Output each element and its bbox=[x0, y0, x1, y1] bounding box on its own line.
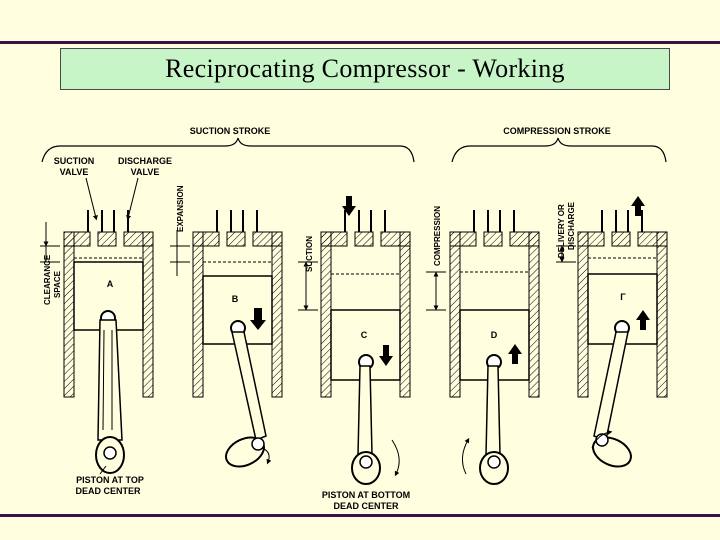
suction-stroke-label: SUCTION STROKE bbox=[190, 126, 271, 136]
suction-marker bbox=[298, 261, 318, 311]
suction-label: SUCTION bbox=[305, 236, 314, 272]
tdc-label-line2: DEAD CENTER bbox=[75, 486, 141, 496]
discharge-valve-label-line1: DISCHARGE bbox=[118, 156, 172, 166]
expansion-label: EXPANSION bbox=[176, 185, 185, 232]
piston-label-b: B bbox=[232, 294, 239, 304]
discharge-valve-label-line2: VALVE bbox=[131, 167, 160, 177]
tdc-label-line1: PISTON AT TOP bbox=[76, 475, 144, 485]
suction-valve-label-line1: SUCTION bbox=[54, 156, 95, 166]
compression-stroke-label: COMPRESSION STROKE bbox=[503, 126, 611, 136]
clearance-label-line1: CLEARANCE bbox=[43, 254, 52, 305]
delivery-marker bbox=[556, 245, 576, 263]
bdc-label-line1: PISTON AT BOTTOM bbox=[322, 490, 410, 500]
delivery-label-line1: DELIVERY OR bbox=[557, 204, 566, 258]
page-title: Reciprocating Compressor - Working bbox=[165, 54, 565, 83]
suction-valve-label-line2: VALVE bbox=[60, 167, 89, 177]
piston-label-d: D bbox=[491, 330, 498, 340]
piston-label-a: A bbox=[107, 279, 114, 289]
piston-label-c: C bbox=[361, 330, 368, 340]
expansion-marker bbox=[170, 230, 190, 276]
clearance-label-line2: SPACE bbox=[53, 270, 62, 298]
top-rule bbox=[0, 41, 720, 44]
cylinder-b bbox=[192, 210, 283, 468]
piston-label-e: Γ bbox=[620, 292, 626, 302]
title-box: Reciprocating Compressor - Working bbox=[60, 48, 670, 90]
suction-valve-pointer bbox=[85, 177, 98, 221]
bdc-label-line2: DEAD CENTER bbox=[333, 501, 399, 511]
cylinder-d bbox=[449, 210, 540, 485]
cylinder-c bbox=[320, 196, 411, 485]
delivery-label-line2: DISCHARGE bbox=[567, 201, 576, 250]
clearance-marker bbox=[40, 222, 60, 263]
discharge-valve-pointer bbox=[126, 177, 139, 221]
suction-stroke-brace bbox=[41, 137, 415, 163]
compression-stroke-brace bbox=[451, 137, 667, 163]
cylinder-e bbox=[577, 196, 668, 468]
cylinder-a bbox=[63, 210, 154, 474]
compression-label: COMPRESSION bbox=[433, 206, 442, 266]
compression-marker bbox=[426, 271, 446, 311]
bottom-rule bbox=[0, 514, 720, 517]
